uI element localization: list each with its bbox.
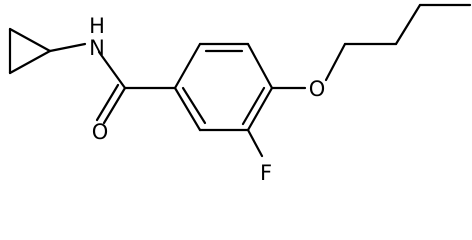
structure-diagram: H N O O F [8, 3, 472, 185]
bond [394, 3, 422, 46]
fluorine-bond [246, 128, 264, 158]
cyclopropyl-ring [8, 27, 52, 75]
benzene-ring [173, 42, 274, 132]
ether-oxygen-label: O [309, 77, 326, 101]
amide-group [48, 42, 177, 125]
bond [48, 42, 87, 53]
bond [246, 42, 274, 90]
bond [8, 27, 52, 53]
fluorine-label: F [260, 161, 272, 185]
bond [173, 86, 202, 132]
hydrogen-label: H [89, 14, 105, 38]
atom-label-nh: H N [89, 14, 105, 60]
double-bond [181, 86, 207, 125]
carbonyl-bond [102, 86, 127, 125]
bond [8, 49, 52, 75]
butyl-chain [324, 3, 472, 82]
bond [324, 42, 347, 82]
bond [173, 42, 202, 90]
bond [246, 86, 274, 132]
carbonyl-bond [95, 83, 120, 122]
double-bond [241, 86, 266, 126]
carbonyl-oxygen-label: O [92, 120, 109, 144]
nitrogen-label: N [89, 36, 105, 60]
bond [97, 50, 127, 90]
